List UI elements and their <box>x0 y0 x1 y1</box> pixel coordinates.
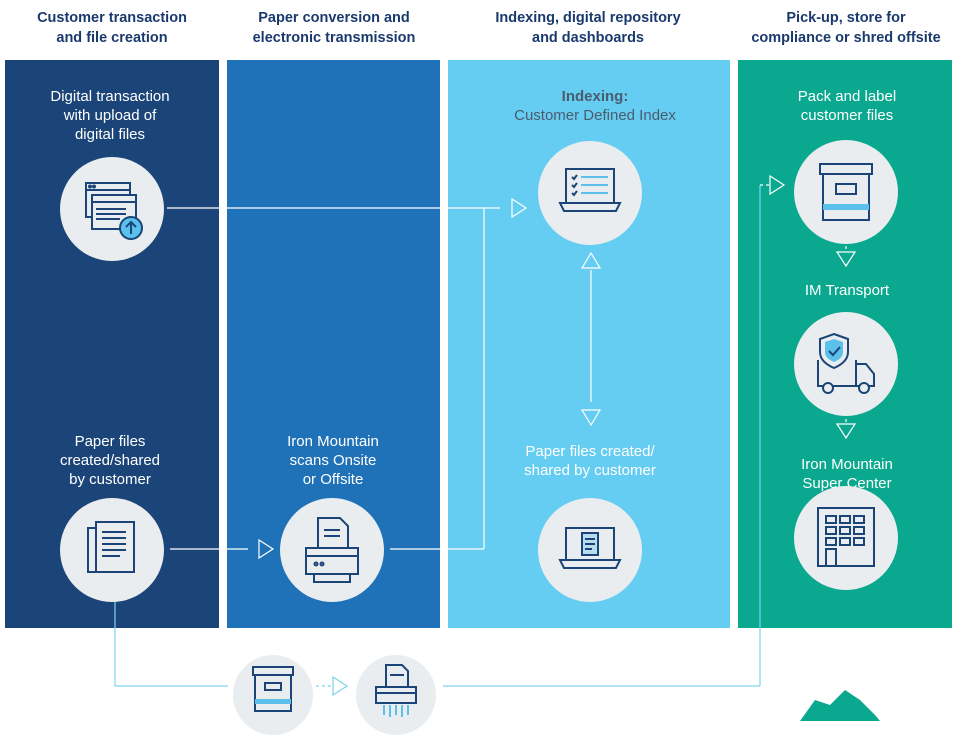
secure-truck-icon <box>794 312 898 416</box>
laptop-document-icon <box>538 498 642 602</box>
label-im-scans: Iron Mountain scans Onsite or Offsite <box>287 433 379 488</box>
header-customer-transaction: Customer transaction and file creation <box>37 10 187 46</box>
storage-box-icon <box>794 140 898 244</box>
header-pickup: Pick-up, store for compliance or shred o… <box>751 10 941 46</box>
header-indexing: Indexing, digital repository and dashboa… <box>495 10 681 46</box>
label-paper-files-shared: Paper files created/ shared by customer <box>524 443 656 479</box>
decorative-shape <box>800 690 880 721</box>
super-center-building-icon <box>794 486 898 590</box>
arrow-to-shredder <box>332 675 349 697</box>
label-digital-transaction: Digital transaction with upload of digit… <box>50 88 170 143</box>
paper-documents-icon <box>60 498 164 602</box>
label-indexing-sub: Customer Defined Index <box>514 107 676 124</box>
laptop-checklist-icon <box>538 141 642 245</box>
label-pack-label: Pack and label customer files <box>797 88 897 124</box>
digital-upload-icon <box>60 157 164 261</box>
storage-box-icon-bottom <box>233 655 313 735</box>
label-im-transport: IM Transport <box>804 282 890 299</box>
shredder-icon <box>356 655 436 735</box>
label-indexing: Indexing: Customer Defined Index <box>490 87 700 125</box>
scanner-icon <box>280 498 384 602</box>
header-paper-conversion: Paper conversion and electronic transmis… <box>252 10 416 46</box>
label-indexing-title: Indexing: <box>561 88 629 105</box>
label-im-super-center: Iron Mountain Super Center <box>801 456 893 492</box>
label-paper-files-customer: Paper files created/shared by customer <box>59 433 161 488</box>
